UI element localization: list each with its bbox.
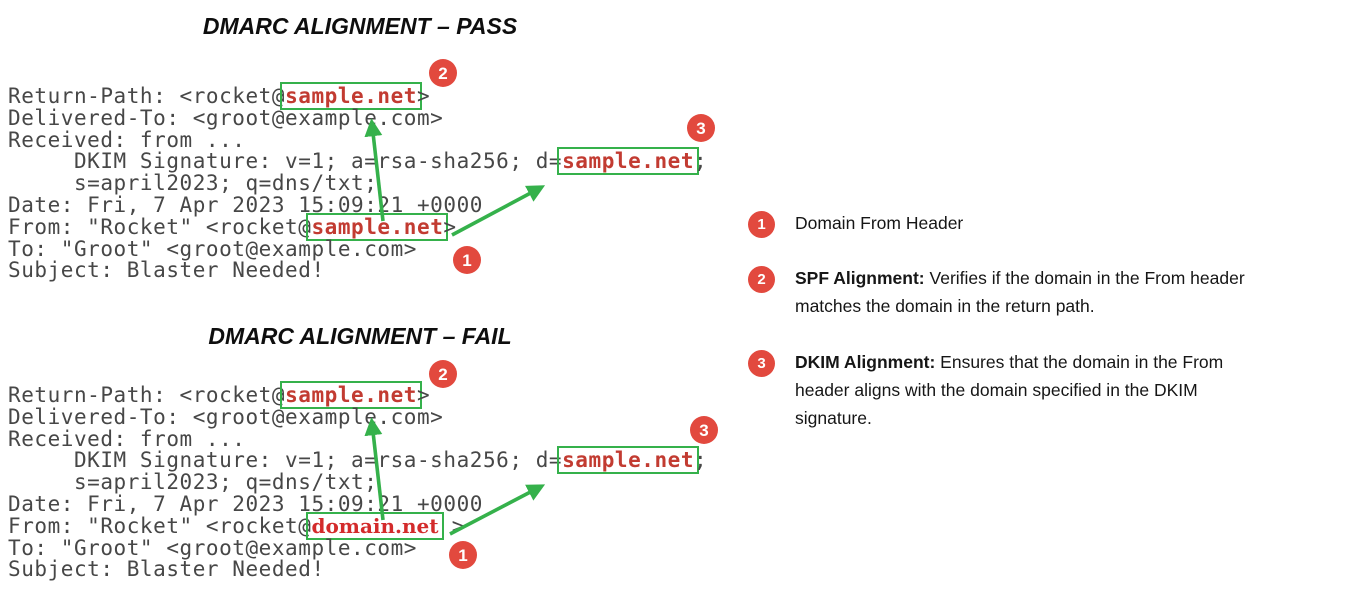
badge-from-fail: 1 xyxy=(449,541,477,569)
email-header-line: s=april2023; q=dns/txt; xyxy=(8,171,707,196)
legend-text: SPF Alignment: Verifies if the domain in… xyxy=(795,264,1245,320)
header-text: DKIM Signature: v=1; a=rsa-sha256; d= xyxy=(8,149,563,174)
highlighted-domain: sample.net xyxy=(280,381,422,409)
header-text: From: "Rocket" <rocket@ xyxy=(8,214,312,239)
header-text: > xyxy=(438,513,465,538)
legend-description: matches the domain in the return path. xyxy=(795,296,1095,316)
email-header-line: Delivered-To: <groot@example.com> xyxy=(8,105,707,130)
legend-item-dkim-alignment: 3 DKIM Alignment: Ensures that the domain… xyxy=(748,348,1343,432)
header-text: Return-Path: <rocket@ xyxy=(8,383,286,407)
legend-description: signature. xyxy=(795,408,872,428)
highlighted-domain: sample.net xyxy=(280,82,422,110)
highlighted-domain: domain.net xyxy=(306,511,444,540)
legend-term: SPF Alignment: xyxy=(795,268,925,288)
legend-description: Domain From Header xyxy=(795,213,964,233)
email-header-line: Received: from ... xyxy=(8,127,707,152)
legend-description: Verifies if the domain in the From heade… xyxy=(924,268,1245,288)
email-headers-fail: Return-Path: <rocket@sample.net>Delivere… xyxy=(8,381,708,582)
pass-section-title: DMARC ALIGNMENT – PASS xyxy=(202,13,518,39)
email-header-line: Received: from ... xyxy=(8,426,707,451)
email-header-line: DKIM Signature: v=1; a=rsa-sha256; d=sam… xyxy=(8,147,708,176)
header-text: > xyxy=(417,383,431,407)
badge-spf-pass: 2 xyxy=(429,59,457,87)
email-header-line: Return-Path: <rocket@sample.net> xyxy=(8,82,707,110)
legend-description: Ensures that the domain in the From xyxy=(935,352,1224,372)
legend-number-badge: 2 xyxy=(748,266,775,293)
legend-number-badge: 1 xyxy=(748,211,775,238)
legend-text: DKIM Alignment: Ensures that the domain … xyxy=(795,348,1223,432)
email-header-line: Subject: Blaster Needed! xyxy=(8,557,707,582)
header-text: s=april2023; q=dns/txt; xyxy=(8,470,378,495)
email-header-line: To: "Groot" <groot@example.com> xyxy=(8,535,707,560)
legend-item-domain-from-header: 1 Domain From Header xyxy=(748,209,1343,238)
email-headers-pass: Return-Path: <rocket@sample.net>Delivere… xyxy=(8,82,708,283)
legend-item-spf-alignment: 2 SPF Alignment: Verifies if the domain i… xyxy=(748,264,1343,320)
legend-number-badge: 3 xyxy=(748,350,775,377)
email-header-line: To: "Groot" <groot@example.com> xyxy=(8,236,707,261)
email-header-line: DKIM Signature: v=1; a=rsa-sha256; d=sam… xyxy=(8,446,708,475)
badge-from-pass: 1 xyxy=(453,246,481,274)
fail-section-title: DMARC ALIGNMENT – FAIL xyxy=(208,323,512,349)
legend-text: Domain From Header xyxy=(795,209,963,238)
legend-description: header aligns with the domain specified … xyxy=(795,380,1198,400)
header-text: > xyxy=(417,84,431,108)
header-text: Delivered-To: <groot@example.com> xyxy=(8,105,444,130)
header-text: Received: from ... xyxy=(8,127,246,152)
header-text: > xyxy=(443,214,457,239)
email-header-line: From: "Rocket" <rocket@domain.net > xyxy=(8,511,707,540)
email-header-line: From: "Rocket" <rocket@sample.net> xyxy=(8,212,707,241)
highlighted-domain: sample.net xyxy=(557,147,700,176)
email-header-line: s=april2023; q=dns/txt; xyxy=(8,470,707,495)
header-text: To: "Groot" <groot@example.com> xyxy=(8,535,417,560)
header-text: Subject: Blaster Needed! xyxy=(8,557,325,582)
highlighted-domain: sample.net xyxy=(306,212,449,241)
badge-dkim-pass: 3 xyxy=(687,114,715,142)
header-text: Received: from ... xyxy=(8,426,246,451)
header-text: To: "Groot" <groot@example.com> xyxy=(8,236,417,261)
header-text: DKIM Signature: v=1; a=rsa-sha256; d= xyxy=(8,448,563,473)
legend-term: DKIM Alignment: xyxy=(795,352,936,372)
email-header-line: Return-Path: <rocket@sample.net> xyxy=(8,381,707,409)
header-text: s=april2023; q=dns/txt; xyxy=(8,171,378,196)
email-header-line: Subject: Blaster Needed! xyxy=(8,258,707,283)
highlighted-domain: sample.net xyxy=(557,446,700,475)
header-text: ; xyxy=(694,149,708,174)
header-text: From: "Rocket" <rocket@ xyxy=(8,513,312,538)
header-text: Return-Path: <rocket@ xyxy=(8,84,286,108)
email-header-line: Delivered-To: <groot@example.com> xyxy=(8,404,707,429)
badge-dkim-fail: 3 xyxy=(690,416,718,444)
header-text: ; xyxy=(694,448,708,473)
header-text: Subject: Blaster Needed! xyxy=(8,258,325,283)
header-text: Delivered-To: <groot@example.com> xyxy=(8,404,444,429)
badge-spf-fail: 2 xyxy=(429,360,457,388)
